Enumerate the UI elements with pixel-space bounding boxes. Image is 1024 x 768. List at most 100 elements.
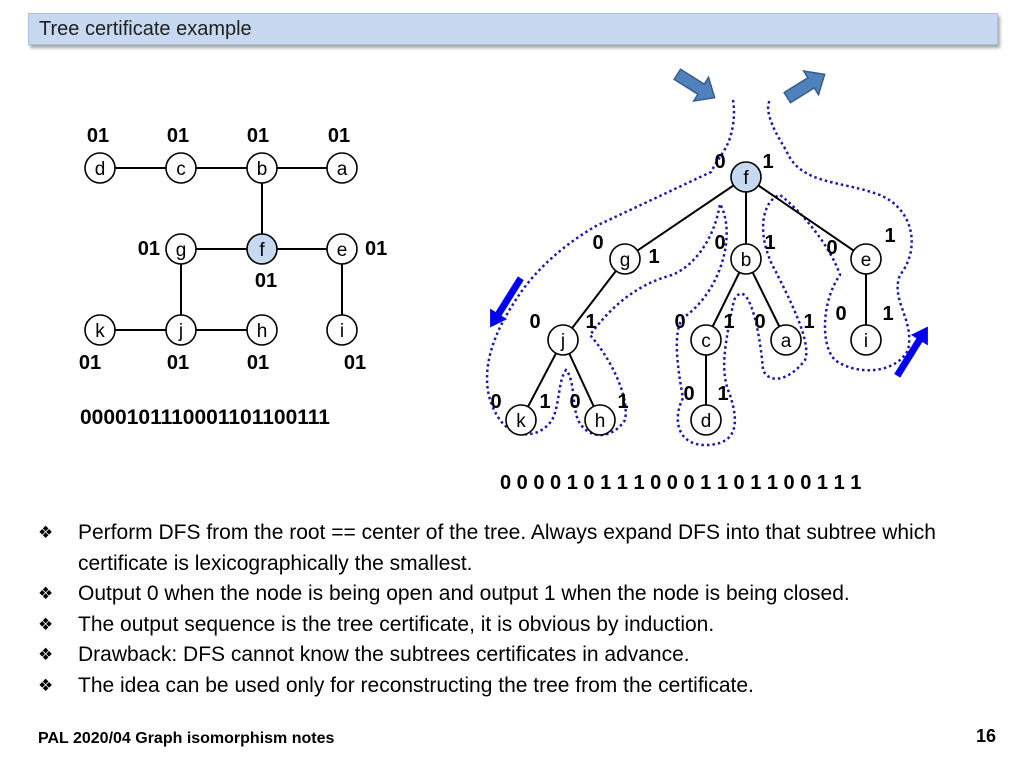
right-close-code-e: 1 bbox=[884, 225, 895, 247]
exit-arrow-icon bbox=[783, 69, 826, 104]
right-node-j: j bbox=[547, 324, 579, 356]
right-node-i: i bbox=[850, 324, 882, 356]
left-graph-nodes: d c b a g f e k j h i bbox=[84, 152, 358, 346]
right-edge-f-g bbox=[624, 176, 747, 260]
left-node-code: 01 bbox=[328, 125, 350, 147]
right-open-code-k: 0 bbox=[490, 391, 501, 413]
right-node-k: k bbox=[505, 404, 537, 436]
right-node-label: j bbox=[560, 331, 565, 352]
dfs-trace-path bbox=[485, 99, 913, 447]
left-node-c: c bbox=[165, 152, 197, 184]
title-bar: Tree certificate example bbox=[28, 13, 998, 45]
right-node-b: b bbox=[730, 243, 762, 275]
left-graph-codes: 01 01 01 01 01 01 01 01 01 01 01 bbox=[79, 125, 387, 374]
left-node-label: c bbox=[176, 159, 186, 180]
left-node-label: h bbox=[257, 321, 268, 342]
right-open-code-a: 0 bbox=[754, 311, 765, 333]
left-node-j: j bbox=[165, 314, 197, 346]
left-graph-edges bbox=[100, 167, 343, 331]
left-node-code: 01 bbox=[247, 125, 269, 147]
right-node-label: h bbox=[595, 411, 606, 432]
left-node-code: 01 bbox=[247, 352, 269, 374]
left-node-label: e bbox=[337, 240, 348, 261]
dfs-trace bbox=[485, 99, 913, 447]
right-close-code-b: 1 bbox=[764, 232, 775, 254]
right-open-code-j: 0 bbox=[529, 311, 540, 333]
bullet-text: The output sequence is the tree certific… bbox=[78, 612, 715, 636]
bullet-text: Drawback: DFS cannot know the subtrees c… bbox=[78, 643, 690, 666]
right-node-f: f bbox=[730, 161, 762, 193]
right-close-code-a: 1 bbox=[803, 311, 814, 333]
left-node-code: 01 bbox=[79, 352, 101, 374]
bullet-text: The idea can be used only for reconstruc… bbox=[78, 673, 754, 697]
left-node-code: 01 bbox=[167, 352, 189, 374]
right-node-label: c bbox=[701, 331, 711, 352]
left-node-i: i bbox=[326, 314, 358, 346]
right-open-code-d: 0 bbox=[683, 383, 694, 405]
right-node-c: c bbox=[690, 324, 722, 356]
left-node-label: i bbox=[340, 321, 344, 342]
right-node-d: d bbox=[690, 404, 722, 436]
left-node-e: e bbox=[326, 233, 358, 265]
bullet-item: ❖Perform DFS from the root == center of … bbox=[38, 518, 998, 579]
bullet-marker-icon: ❖ bbox=[38, 675, 54, 695]
left-node-label: d bbox=[95, 159, 106, 180]
bullet-marker-icon: ❖ bbox=[38, 584, 54, 603]
left-node-h: h bbox=[246, 314, 278, 346]
left-node-code: 01 bbox=[365, 238, 387, 260]
left-node-label: f bbox=[259, 240, 265, 261]
page-number: 16 bbox=[976, 726, 997, 746]
left-node-k: k bbox=[84, 314, 116, 346]
enter-arrow-icon bbox=[673, 68, 716, 103]
bullet-item: ❖Output 0 when the node is being open an… bbox=[38, 579, 998, 610]
right-node-label: e bbox=[861, 250, 872, 271]
down-arrow-icon bbox=[490, 276, 524, 328]
bullet-text: Perform DFS from the root == center of t… bbox=[78, 521, 936, 575]
right-tree-nodes: f g b e j c a i k h d bbox=[505, 161, 882, 436]
right-open-code-g: 0 bbox=[592, 232, 603, 254]
left-node-code: 01 bbox=[87, 125, 109, 147]
right-node-label: d bbox=[701, 411, 712, 432]
left-node-label: k bbox=[95, 321, 105, 342]
right-close-code-d: 1 bbox=[717, 383, 728, 405]
left-node-label: a bbox=[337, 159, 348, 180]
bullet-item: ❖ The output sequence is the tree certifi… bbox=[38, 610, 998, 641]
right-node-e: e bbox=[850, 243, 882, 275]
right-node-label: a bbox=[781, 331, 792, 352]
right-close-code-i: 1 bbox=[882, 303, 893, 325]
right-open-code-b: 0 bbox=[714, 232, 725, 254]
right-open-code-h: 0 bbox=[569, 391, 580, 413]
right-open-code-i: 0 bbox=[835, 303, 846, 325]
right-close-code-c: 1 bbox=[723, 311, 734, 333]
left-node-f: f bbox=[246, 233, 278, 265]
left-node-a: a bbox=[326, 152, 358, 184]
right-node-label: i bbox=[864, 331, 868, 352]
right-node-g: g bbox=[609, 243, 641, 275]
left-node-code: 01 bbox=[167, 125, 189, 147]
left-certificate: 0000101110001101100111 bbox=[80, 406, 330, 429]
left-node-b: b bbox=[246, 152, 278, 184]
left-node-d: d bbox=[84, 152, 116, 184]
right-close-code-j: 1 bbox=[585, 311, 596, 333]
left-node-label: j bbox=[178, 321, 183, 342]
slide-title: Tree certificate example bbox=[39, 18, 252, 40]
right-close-code-h: 1 bbox=[617, 391, 628, 413]
right-node-label: b bbox=[741, 250, 752, 271]
right-node-label: f bbox=[743, 168, 749, 189]
bullet-item: ❖Drawback: DFS cannot know the subtrees … bbox=[38, 640, 998, 671]
left-node-code: 01 bbox=[344, 352, 366, 374]
right-open-code-e: 0 bbox=[826, 237, 837, 259]
bullet-marker-icon: ❖ bbox=[38, 614, 54, 634]
right-edge-f-e bbox=[745, 176, 867, 260]
left-node-code: 01 bbox=[255, 270, 277, 292]
right-tree-sequence: 0 0 0 0 1 0 1 1 1 0 0 0 1 1 0 1 1 0 0 1 … bbox=[500, 472, 861, 494]
left-node-label: g bbox=[176, 240, 187, 261]
right-node-a: a bbox=[770, 324, 802, 356]
right-open-code-c: 0 bbox=[674, 311, 685, 333]
right-close-code-f: 1 bbox=[762, 151, 773, 173]
right-close-code-k: 1 bbox=[539, 391, 550, 413]
left-node-g: g bbox=[165, 233, 197, 265]
left-node-code: 01 bbox=[138, 238, 160, 260]
